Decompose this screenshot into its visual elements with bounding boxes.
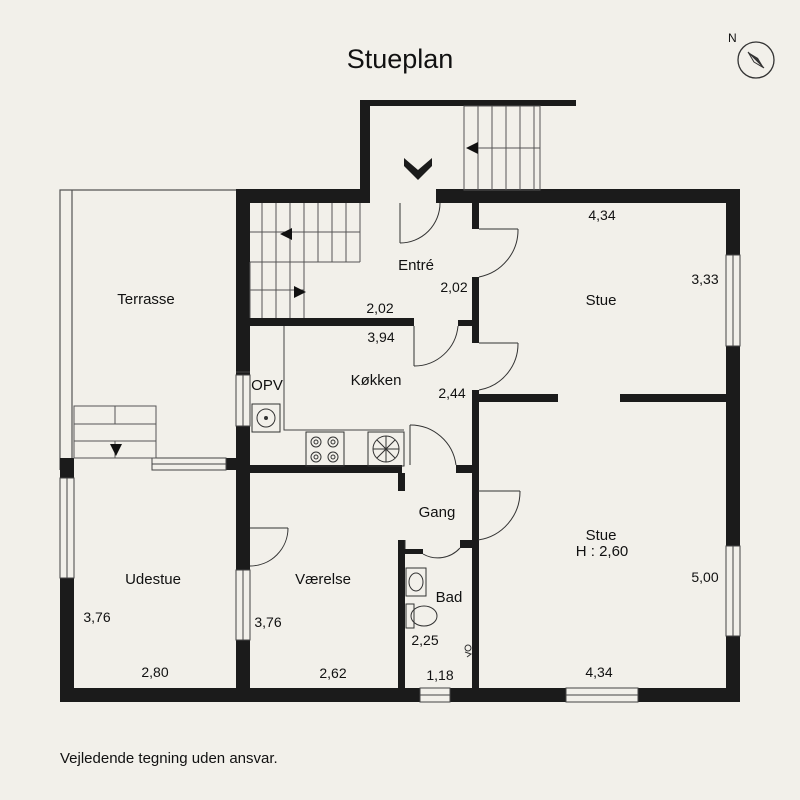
terrace-outline <box>59 189 236 470</box>
room-label-bad: Bad <box>436 589 463 606</box>
dimension-label: 2,80 <box>141 664 168 680</box>
dimension-label: 3,94 <box>367 329 394 345</box>
dimension-label: 4,34 <box>585 664 612 680</box>
room-label-stue-upper: Stue <box>586 292 617 309</box>
dimension-label: 2,25 <box>411 632 438 648</box>
room-label-terrasse: Terrasse <box>117 291 175 308</box>
stair-arrow-icon <box>466 142 478 154</box>
dimension-label: 2,44 <box>438 385 465 401</box>
stair-arrow-down-icon <box>294 286 306 298</box>
stove-icon <box>305 431 345 467</box>
room-label-gang: Gang <box>419 504 456 521</box>
interior-walls <box>250 203 726 702</box>
room-label-entre: Entré <box>398 257 434 274</box>
dimension-label: 2,62 <box>319 665 346 681</box>
staircase-terrace <box>73 405 157 459</box>
washbasin-icon <box>405 567 427 597</box>
fixture-lines <box>236 326 404 431</box>
dimension-label: 2,02 <box>440 279 467 295</box>
room-height-label: H : 2,60 <box>576 543 629 560</box>
room-label-vaerelse: Værelse <box>295 571 351 588</box>
room-label-kokken: Køkken <box>351 372 402 389</box>
dimension-label: 3,76 <box>83 609 110 625</box>
compass-north-label: N <box>728 31 737 45</box>
stair-arrow-up-icon <box>280 228 292 240</box>
dimension-label: 1,18 <box>426 667 453 683</box>
room-labels: Terrasse Entré Stue OPV Køkken Gang Stue… <box>117 257 628 606</box>
dimension-label: 5,00 <box>691 569 718 585</box>
exterior-walls <box>60 100 740 702</box>
toilet-icon <box>405 603 438 629</box>
dimension-labels: 4,34 3,33 2,02 2,02 3,94 2,44 5,00 4,34 … <box>83 207 718 683</box>
room-label-stue-lower: Stue <box>586 527 617 544</box>
staircase-entre <box>249 203 361 318</box>
room-label-udestue: Udestue <box>125 571 181 588</box>
sink-icon <box>251 403 281 433</box>
dimension-label: 4,34 <box>588 207 615 223</box>
doors <box>249 202 521 567</box>
fan-icon <box>367 431 405 467</box>
entrance-arrow-icon <box>404 158 432 180</box>
dimension-label: 3,33 <box>691 271 718 287</box>
compass-icon: N <box>728 31 775 79</box>
dimension-label: 3,76 <box>254 614 281 630</box>
floor-drain-icon <box>464 644 473 658</box>
stair-arrow-terrace-icon <box>110 444 122 456</box>
page-title: Stueplan <box>346 44 454 74</box>
disclaimer-text: Vejledende tegning uden ansvar. <box>60 750 278 767</box>
dimension-label: 2,02 <box>366 300 393 316</box>
room-label-opv: OPV <box>251 377 283 394</box>
windows <box>59 254 741 703</box>
